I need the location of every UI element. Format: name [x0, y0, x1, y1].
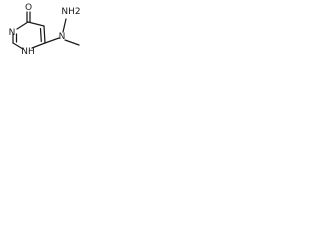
bond-c4-c5 — [27, 21, 45, 27]
bond-n3-c4 — [16, 21, 29, 30]
ring-nitrogen-top-label: N — [9, 28, 16, 38]
bond-c5-c6 — [43, 25, 46, 44]
structural-formula: O N NH N NH2 — [9, 3, 81, 57]
oxygen-label: O — [25, 3, 32, 13]
atom-labels: O N NH N NH2 — [9, 3, 81, 57]
bond-n1-c2 — [12, 42, 24, 50]
carbonyl-group — [26, 11, 31, 23]
bond-c5-c6-inner — [39, 27, 42, 43]
bond-c6-n1 — [31, 42, 46, 49]
bond-n-nh2 — [62, 18, 67, 33]
hydrazine-nitrogen-label: N — [59, 32, 66, 42]
methylhydrazino-group — [44, 18, 80, 46]
bond-n-methyl — [64, 39, 80, 46]
amino-group-label: NH2 — [61, 7, 80, 17]
pyrimidinone-ring — [12, 21, 46, 50]
ring-nitrogen-bottom-label: NH — [21, 47, 35, 57]
bond-c6-n — [44, 37, 60, 44]
